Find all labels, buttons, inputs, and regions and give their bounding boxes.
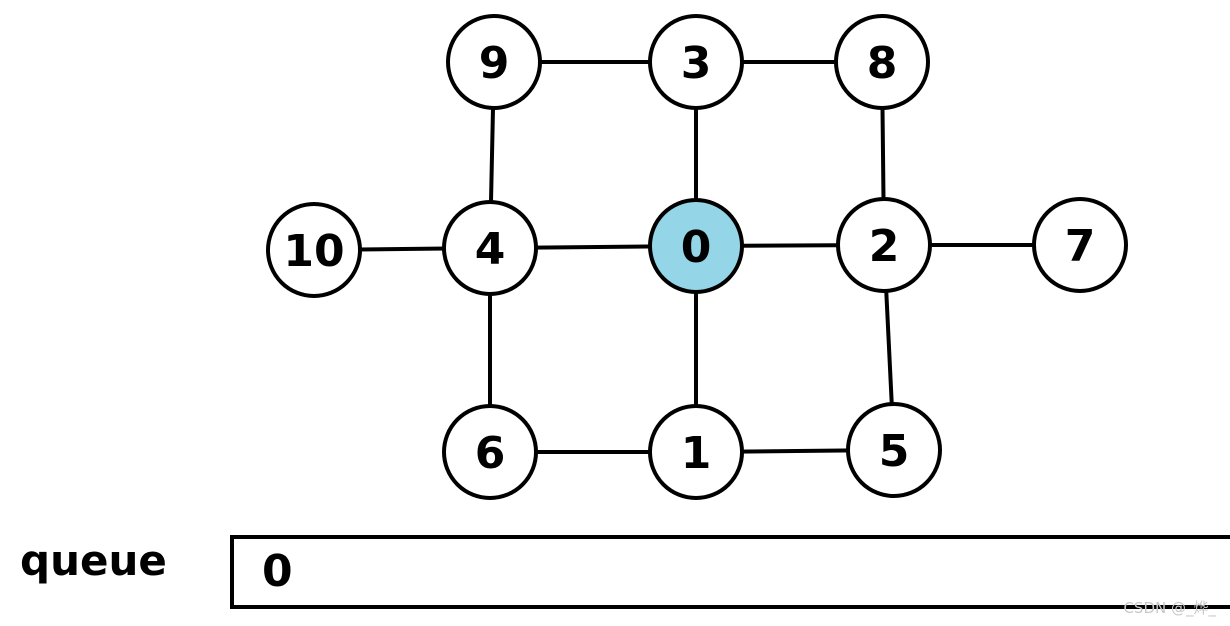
node-circle (648, 404, 744, 500)
node-4: 4 (442, 200, 538, 296)
node-label: 9 (479, 38, 510, 89)
node-8: 8 (834, 14, 930, 110)
node-label: 1 (681, 428, 712, 479)
node-circle (846, 402, 942, 498)
node-circle (442, 200, 538, 296)
node-circle (648, 198, 744, 294)
node-label: 10 (283, 226, 344, 277)
watermark: CSDN @_烨_ (1123, 599, 1216, 617)
node-0: 0 (648, 198, 744, 294)
node-9: 9 (446, 14, 542, 110)
queue-item: 0 (262, 546, 293, 597)
node-label: 8 (867, 38, 898, 89)
queue-label: queue (20, 536, 167, 585)
node-7: 7 (1032, 197, 1128, 293)
node-label: 2 (869, 221, 900, 272)
node-label: 3 (681, 38, 712, 89)
node-1: 1 (648, 404, 744, 500)
nodes: 9 3 8 10 4 0 2 7 6 1 5 (266, 14, 1128, 500)
node-label: 4 (475, 224, 506, 275)
node-circle (266, 202, 362, 298)
node-2: 2 (836, 197, 932, 293)
queue-box: 0 (230, 535, 1230, 609)
node-label: 7 (1065, 221, 1096, 272)
node-circle (836, 197, 932, 293)
node-circle (442, 404, 538, 500)
node-circle (834, 14, 930, 110)
node-circle (446, 14, 542, 110)
node-label: 6 (475, 428, 506, 479)
node-label: 0 (681, 222, 712, 273)
node-6: 6 (442, 404, 538, 500)
node-3: 3 (648, 14, 744, 110)
node-10: 10 (266, 202, 362, 298)
node-5: 5 (846, 402, 942, 498)
node-label: 5 (879, 426, 910, 477)
node-circle (1032, 197, 1128, 293)
node-circle (648, 14, 744, 110)
